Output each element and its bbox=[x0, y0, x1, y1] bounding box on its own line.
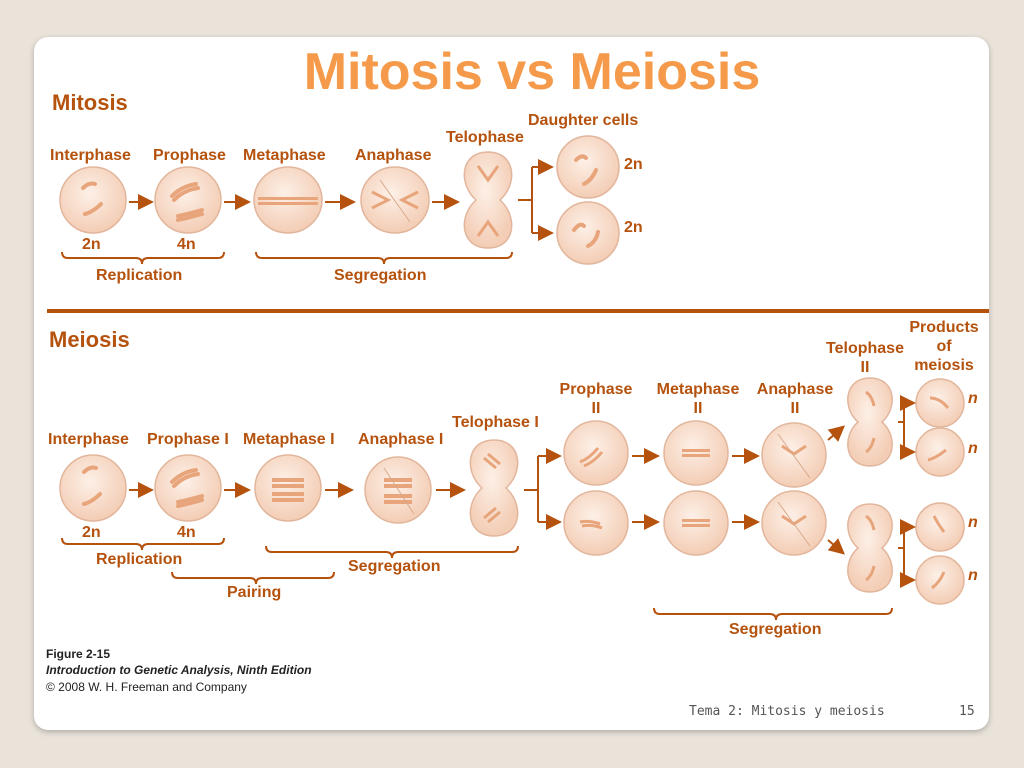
meiosis-telophase-ii-cell-1 bbox=[847, 377, 893, 467]
mitosis-label-telophase: Telophase bbox=[446, 129, 524, 146]
mitosis-ploidy-interphase: 2n bbox=[82, 236, 101, 253]
meiosis-product-cell-2 bbox=[915, 427, 965, 477]
page-number: 15 bbox=[959, 704, 975, 719]
mitosis-label-metaphase: Metaphase bbox=[243, 147, 326, 164]
figure-source: Introduction to Genetic Analysis, Ninth … bbox=[46, 663, 312, 677]
mitosis-bracket-segregation: Segregation bbox=[334, 267, 427, 284]
meiosis-prophase-ii-cell-1 bbox=[563, 420, 629, 486]
meiosis-label-telophase-ii: Telophase II bbox=[826, 340, 904, 376]
meiosis-anaphase-ii-cell-1 bbox=[761, 422, 827, 488]
mitosis-daughter-cell-1 bbox=[556, 135, 620, 199]
mitosis-label-anaphase: Anaphase bbox=[355, 147, 432, 164]
meiosis-product-cell-4 bbox=[915, 555, 965, 605]
meiosis-brackets bbox=[61, 537, 893, 621]
mitosis-label-interphase: Interphase bbox=[50, 147, 131, 164]
mitosis-metaphase-cell bbox=[253, 166, 323, 234]
meiosis-anaphase-i-cell bbox=[364, 456, 432, 524]
meiosis-telophase-ii-cell-2 bbox=[847, 503, 893, 593]
figure-number: Figure 2-15 bbox=[46, 647, 111, 661]
meiosis-label-prophase-ii: Prophase II bbox=[559, 381, 633, 417]
meiosis-label-metaphase-ii: Metaphase II bbox=[656, 381, 740, 417]
mitosis-prophase-cell bbox=[154, 166, 222, 234]
meiosis-ploidy-product-3: n bbox=[968, 514, 978, 531]
meiosis-ploidy-product-1: n bbox=[968, 390, 978, 407]
meiosis-metaphase-ii-cell-2 bbox=[663, 490, 729, 556]
meiosis-label-telophase-i: Telophase I bbox=[452, 414, 539, 431]
meiosis-bracket-segregation-2: Segregation bbox=[729, 621, 822, 638]
meiosis-ploidy-prophase: 4n bbox=[177, 524, 196, 541]
meiosis-bracket-replication: Replication bbox=[96, 551, 183, 568]
figure-copyright: © 2008 W. H. Freeman and Company bbox=[46, 680, 247, 694]
meiosis-label-anaphase-ii: Anaphase II bbox=[756, 381, 834, 417]
mitosis-ploidy-daughter-1: 2n bbox=[624, 156, 643, 173]
meiosis-anaphase-ii-cell-2 bbox=[761, 490, 827, 556]
mitosis-ploidy-daughter-2: 2n bbox=[624, 219, 643, 236]
meiosis-arrows bbox=[129, 395, 916, 588]
meiosis-product-cell-3 bbox=[915, 502, 965, 552]
mitosis-arrows bbox=[129, 159, 554, 241]
meiosis-prophase-i-cell bbox=[154, 454, 222, 522]
meiosis-heading: Meiosis bbox=[49, 327, 130, 352]
meiosis-label-products: Products of meiosis bbox=[909, 319, 979, 374]
meiosis-ploidy-product-2: n bbox=[968, 440, 978, 457]
meiosis-telophase-i-cell bbox=[469, 439, 519, 537]
meiosis-metaphase-i-cell bbox=[254, 454, 322, 522]
mitosis-heading: Mitosis bbox=[52, 90, 128, 115]
page-title: Mitosis vs Meiosis bbox=[303, 43, 761, 101]
mitosis-bracket-replication: Replication bbox=[96, 267, 183, 284]
footer-topic: Tema 2: Mitosis y meiosis bbox=[689, 704, 885, 719]
meiosis-prophase-ii-cell-2 bbox=[563, 490, 629, 556]
meiosis-interphase-cell bbox=[59, 454, 127, 522]
meiosis-label-prophase-i: Prophase I bbox=[147, 431, 229, 448]
mitosis-telophase-cell bbox=[463, 151, 513, 249]
meiosis-product-cell-1 bbox=[915, 378, 965, 428]
meiosis-metaphase-ii-cell-1 bbox=[663, 420, 729, 486]
mitosis-daughter-cell-2 bbox=[556, 201, 620, 265]
meiosis-label-interphase: Interphase bbox=[48, 431, 129, 448]
mitosis-label-daughter-cells: Daughter cells bbox=[528, 112, 639, 129]
mitosis-brackets bbox=[61, 251, 513, 265]
meiosis-bracket-segregation-1: Segregation bbox=[348, 558, 441, 575]
meiosis-bracket-pairing: Pairing bbox=[227, 584, 282, 601]
meiosis-label-metaphase-i: Metaphase I bbox=[243, 431, 335, 448]
meiosis-ploidy-interphase: 2n bbox=[82, 524, 101, 541]
mitosis-ploidy-prophase: 4n bbox=[177, 236, 196, 253]
mitosis-interphase-cell bbox=[59, 166, 127, 234]
mitosis-label-prophase: Prophase bbox=[153, 147, 226, 164]
mitosis-anaphase-cell bbox=[360, 166, 430, 234]
meiosis-ploidy-product-4: n bbox=[968, 567, 978, 584]
meiosis-label-anaphase-i: Anaphase I bbox=[358, 431, 444, 448]
